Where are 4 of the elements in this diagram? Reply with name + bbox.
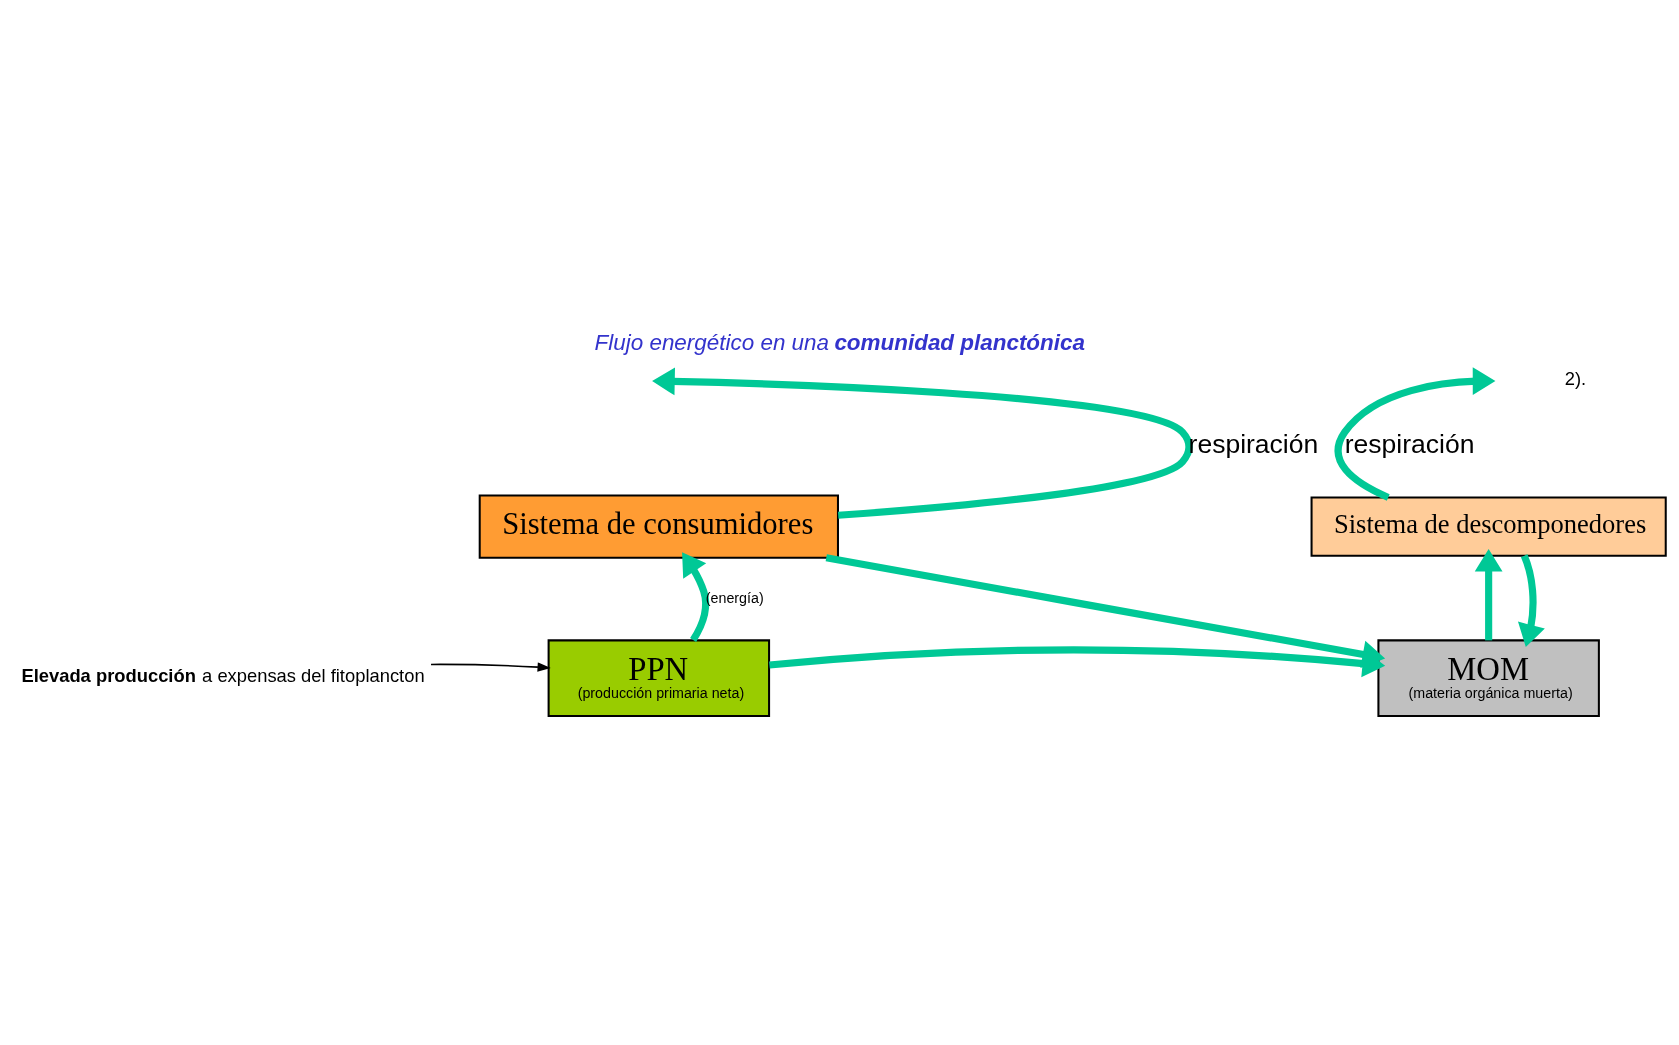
diagram-title: Flujo energético en una comunidad planctónica — [594, 330, 1085, 356]
label: 2). — [1564, 367, 1587, 389]
edge-label: respiración — [1344, 429, 1475, 460]
node-text: Elevada producción a expensas del fitoplancton — [21, 664, 425, 686]
